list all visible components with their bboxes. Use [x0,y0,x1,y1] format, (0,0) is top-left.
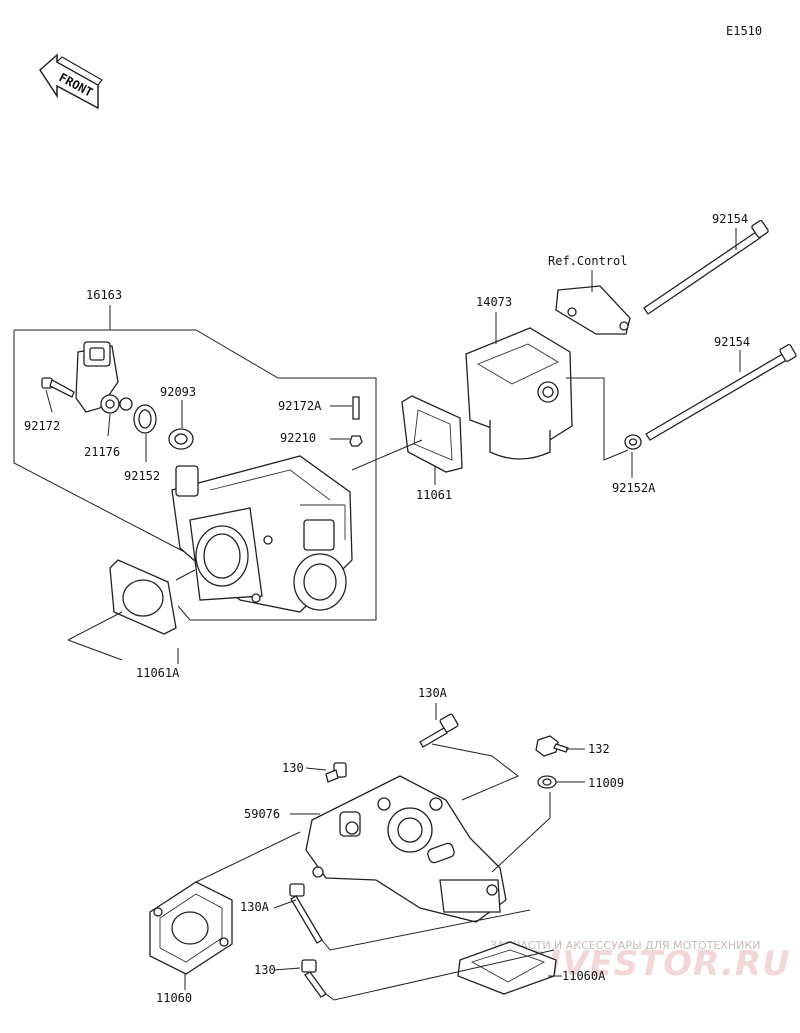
label-92152A: 92152A [612,481,656,495]
control-bracket [555,270,631,335]
gasket-11061A [67,559,196,661]
washer-11009 [537,775,557,789]
assembly-bracket-lines [13,305,377,621]
throttle-body [171,455,353,613]
label-11061A: 11061A [136,666,180,680]
label-11061: 11061 [416,488,452,502]
label-130-bottom: 130 [254,963,276,977]
collar-92152 [133,404,157,434]
label-92154-upper: 92154 [712,212,748,226]
throttle-position-sensor [75,341,120,414]
washer-92093 [168,428,194,450]
intake-joint-59076 [305,775,507,923]
label-92172: 92172 [24,419,60,433]
label-16163: 16163 [86,288,122,302]
bolt-132 [535,735,569,757]
bolt-92154-lower [645,344,797,441]
bolt-130A-bottom [289,883,323,944]
label-92172A: 92172A [278,399,322,413]
part-labels: 16163 92172 21176 92093 92152 92172A 922… [24,212,750,1005]
label-21176: 21176 [84,445,120,459]
label-92093: 92093 [160,385,196,399]
bolt-lines [566,228,741,478]
upper-leader-lines [45,389,352,664]
label-130A-top: 130A [418,686,448,700]
collar-92152A [624,434,642,450]
label-11060A: 11060A [562,969,606,983]
label-14073: 14073 [476,295,512,309]
holder-14073 [465,312,573,460]
stud-92172A [352,396,360,420]
label-130-top: 130 [282,761,304,775]
screw-92172 [41,377,75,398]
bolt-130A-top [419,713,459,748]
label-11009: 11009 [588,776,624,790]
label-11060: 11060 [156,991,192,1005]
label-59076: 59076 [244,807,280,821]
gasket-11061 [351,395,463,485]
oring-21176 [119,397,133,411]
label-132: 132 [588,742,610,756]
label-ref-control: Ref.Control [548,254,627,268]
label-92154-lower: 92154 [714,335,750,349]
nut-92210 [349,435,363,447]
front-arrow-icon: FRONT [39,53,103,110]
bolt-130-top [325,762,347,783]
label-92210: 92210 [280,431,316,445]
bolt-92154-upper [643,219,769,315]
label-130A-bottom: 130A [240,900,270,914]
watermark-tagline: ЗАПЧАСТИ И АКСЕССУАРЫ ДЛЯ МОТОТЕХНИКИ [490,939,760,952]
lower-leader-lines [184,703,585,1001]
bolt-130-bottom [301,959,327,998]
label-92152: 92152 [124,469,160,483]
gasket-11060 [149,881,233,975]
diagram-code: E1510 [726,24,762,38]
